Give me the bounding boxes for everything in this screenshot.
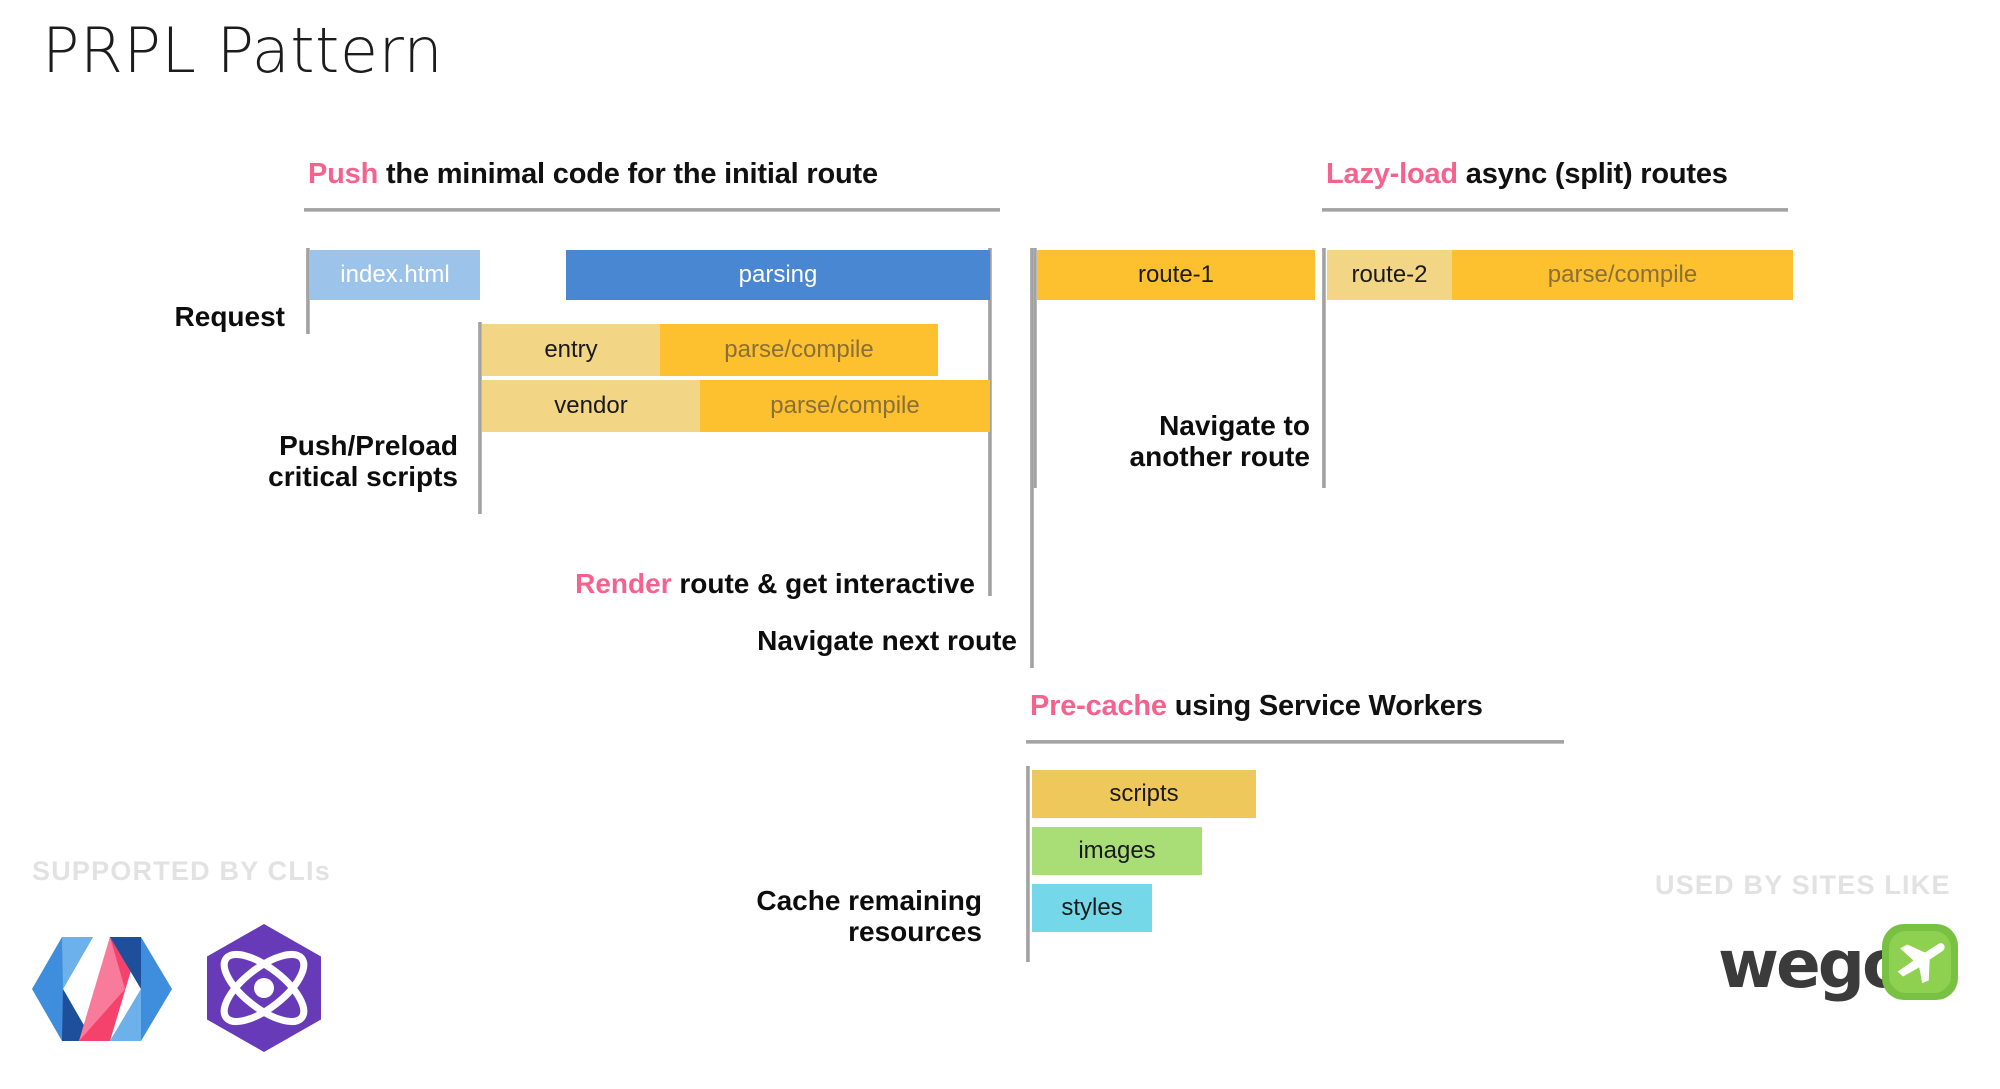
guide-line-render (988, 248, 992, 596)
guide-line-route-2 (1322, 248, 1326, 488)
bar-segment-entry: entry (482, 324, 660, 376)
section-rule-precache (1026, 740, 1564, 744)
section-text-push: the minimal code for the initial route (378, 158, 878, 190)
preact-logo-icon (207, 924, 321, 1052)
footer-caption-used-by: USED BY SITES LIKE (1655, 870, 1951, 900)
section-text-precache: using Service Workers (1166, 690, 1483, 722)
bar-segment-vendor: vendor (482, 380, 700, 432)
wego-airplane-icon (1882, 924, 1958, 1000)
bar-parsing: parsing (566, 250, 990, 300)
bar-segment-index-html: index.html (310, 250, 480, 300)
guide-line-navigate-next (1030, 248, 1034, 668)
bar-entry: entry parse/compile (482, 324, 938, 376)
guide-line-cache (1026, 766, 1030, 962)
bar-styles: styles (1032, 884, 1152, 932)
row-label-request: Request (174, 301, 285, 332)
section-keyword-precache: Pre-cache (1030, 690, 1167, 722)
wego-logo: wego (1718, 924, 1962, 1016)
row-label-cache-remaining: Cache remaining resources (756, 885, 982, 948)
bar-segment-entry-parse-compile: parse/compile (660, 324, 938, 376)
row-label-push-preload: Push/Preload critical scripts (268, 430, 458, 493)
guide-line-push-preload (478, 322, 482, 514)
wego-wordmark: wego (1718, 926, 1907, 1003)
section-keyword-lazy-load: Lazy-load (1326, 158, 1458, 190)
bar-vendor: vendor parse/compile (482, 380, 990, 432)
bar-scripts: scripts (1032, 770, 1256, 818)
section-rule-push (304, 208, 1000, 212)
bar-images: images (1032, 827, 1202, 875)
bar-segment-vendor-parse-compile: parse/compile (700, 380, 990, 432)
section-text-lazy-load: async (split) routes (1457, 158, 1728, 190)
section-keyword-push: Push (308, 158, 379, 190)
bar-route-2: route-2 parse/compile (1327, 250, 1793, 300)
footer-caption-supported-by: SUPPORTED BY CLIs (32, 856, 331, 886)
bar-route-1: route-1 (1037, 250, 1315, 300)
polymer-logo-icon (32, 937, 172, 1041)
bar-segment-route-2: route-2 (1327, 250, 1452, 300)
page-title: PRPL Pattern (42, 14, 444, 87)
section-heading-precache: Pre-cache using Service Workers (1030, 690, 1483, 723)
bar-segment-scripts: scripts (1032, 770, 1256, 818)
bar-segment-styles: styles (1032, 884, 1152, 932)
row-label-navigate-another: Navigate to another route (1129, 410, 1310, 473)
section-rule-lazy-load (1322, 208, 1788, 212)
guide-line-request (306, 248, 310, 334)
bar-segment-route-2-parse-compile: parse/compile (1452, 250, 1793, 300)
polymer-logo (32, 930, 172, 1048)
row-label-render-text: route & get interactive (671, 568, 975, 600)
guide-line-route-1 (1033, 248, 1037, 488)
bar-segment-route-1: route-1 (1037, 250, 1315, 300)
bar-segment-parsing: parsing (566, 250, 990, 300)
row-label-render-keyword: Render (575, 568, 672, 600)
section-heading-push: Push the minimal code for the initial ro… (308, 158, 878, 191)
bar-segment-images: images (1032, 827, 1202, 875)
preact-logo (198, 922, 330, 1054)
section-heading-lazy-load: Lazy-load async (split) routes (1326, 158, 1728, 191)
bar-index-html: index.html (310, 250, 480, 300)
row-label-navigate-next: Navigate next route (757, 625, 1017, 656)
row-label-render: Render route & get interactive (400, 537, 975, 600)
